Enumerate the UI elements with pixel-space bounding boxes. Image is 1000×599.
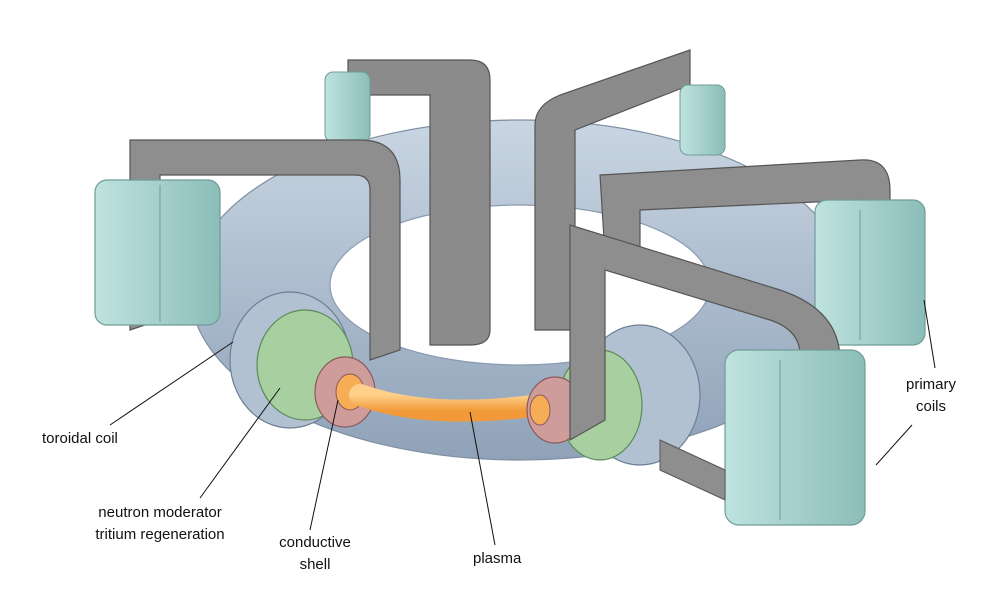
label-neutron-moderator-line1: neutron moderator — [98, 504, 222, 521]
toroidal-coil-back-left — [324, 59, 491, 346]
label-primary-line1: primary — [905, 376, 956, 393]
toroidal-coil-right — [599, 159, 926, 346]
toroidal-coil-front — [569, 224, 866, 526]
label-primary-coils: primary coils — [896, 374, 966, 418]
label-plasma: plasma — [473, 550, 522, 567]
left-cross-section — [229, 291, 376, 429]
label-neutron-moderator-line2: tritium regeneration — [95, 526, 225, 543]
label-conductive-line1: conductive — [279, 534, 351, 551]
label-toroidal-coil: toroidal coil — [42, 430, 118, 447]
label-primary-line2: coils — [915, 398, 946, 415]
label-neutron-moderator: neutron moderator tritium regeneration — [80, 502, 240, 546]
label-conductive-shell: conductive shell — [270, 532, 360, 576]
label-conductive-line2: shell — [299, 556, 331, 573]
plasma-ring — [349, 384, 551, 422]
leader-lines — [109, 299, 936, 546]
toroidal-coil-left — [94, 139, 401, 361]
